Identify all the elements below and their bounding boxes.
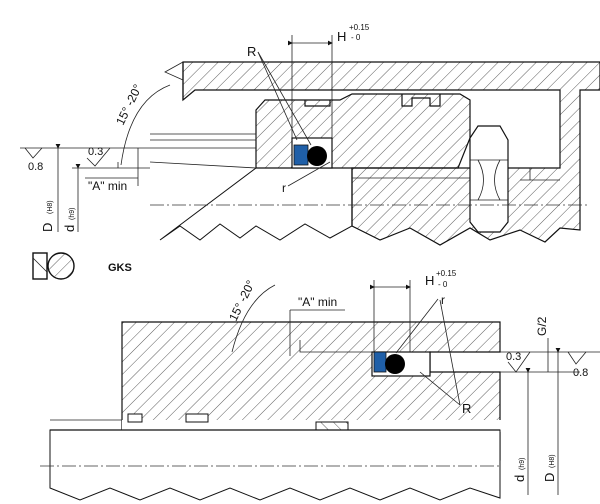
top-o-ring: [307, 146, 327, 166]
bottom-groove-tol-minus: - 0: [438, 280, 448, 289]
bottom-chamfer-angle-label: 15° -20°: [226, 278, 258, 324]
top-nut: [469, 125, 509, 233]
top-surface-finish-bore: 0.8: [28, 161, 43, 173]
top-rod: [159, 167, 353, 241]
top-bore-tolerance-label: (H8): [47, 200, 54, 214]
bottom-gap-label: G/2: [535, 316, 549, 336]
top-seal-ring: [293, 144, 309, 166]
bottom-lead-in-label: "A" min: [298, 295, 337, 309]
bottom-groove-width-label: H: [425, 273, 434, 288]
top-lead-in-label: "A" min: [88, 179, 127, 193]
bottom-rod: [49, 429, 501, 501]
top-rod-tolerance-label: (h9): [69, 208, 76, 220]
bottom-radius-small-label: r: [441, 293, 445, 307]
top-rod-diameter-label: d: [62, 225, 77, 232]
bottom-groove-tol-plus: +0.15: [436, 269, 457, 278]
seal-profile-legend: GKS: [32, 252, 132, 280]
top-groove-tol-plus: +0.15: [349, 23, 370, 32]
bottom-surface-finish-rod: 0.8: [573, 367, 588, 379]
bottom-bore-diameter-label: D: [542, 473, 557, 482]
bottom-radius-big-label: R: [462, 401, 471, 416]
bottom-rod-diameter-label: d: [512, 475, 527, 482]
top-bore-diameter-label: D: [40, 223, 55, 232]
top-groove-tol-minus: - 0: [351, 33, 361, 42]
bottom-seal-ring: [373, 351, 387, 373]
top-section-view: H +0.15 - 0 R r 15° -20° "A" min 0.3 0.8…: [20, 23, 600, 246]
top-groove-width-label: H: [337, 29, 346, 44]
bottom-surface-finish-groove: 0.3: [506, 351, 521, 363]
top-radius-big-label: R: [247, 44, 256, 59]
legend-o-ring-icon: [47, 252, 75, 280]
top-surface-finish-groove: 0.3: [88, 146, 103, 158]
legend-ring-icon: [32, 252, 48, 280]
bottom-rod-tolerance-label: (h9): [519, 458, 526, 470]
bottom-bore-tolerance-label: (H8): [549, 454, 556, 468]
top-chamfer-angle-label: 15° -20°: [113, 82, 145, 128]
bottom-o-ring: [385, 354, 405, 374]
bottom-section-view: H +0.15 - 0 r R 15° -20° "A" min G/2 0.3…: [40, 269, 600, 501]
product-code-label: GKS: [108, 262, 132, 274]
top-radius-small-label: r: [282, 181, 286, 195]
